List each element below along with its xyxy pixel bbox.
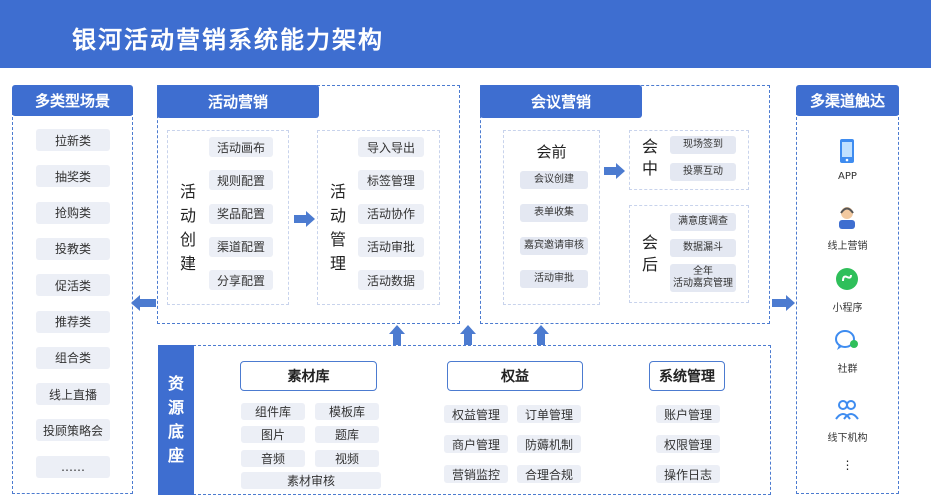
system-item: 权限管理 — [656, 435, 720, 453]
channel-label: 线下机构 — [827, 433, 868, 444]
arrow-up-icon — [533, 325, 549, 345]
meeting-during-panel — [629, 130, 749, 190]
channel-label: 小程序 — [832, 303, 863, 314]
activity-manage-label: 活动 管理 — [329, 182, 346, 273]
activity-create-item: 规则配置 — [209, 170, 273, 191]
activity-title: 活动营销 — [157, 85, 319, 118]
meeting-before-label: 会前 — [536, 143, 567, 161]
channel-label: 社群 — [837, 364, 858, 375]
arrow-up-icon — [460, 325, 476, 345]
meeting-before-panel — [503, 130, 600, 305]
meeting-before-item: 嘉宾邀请审核 — [520, 237, 588, 255]
meeting-after-item: 满意度调查 — [670, 213, 736, 231]
page-title: 银河活动营销系统能力架构 — [72, 26, 384, 54]
arrow-up-icon — [389, 325, 405, 345]
activity-manage-item: 活动协作 — [358, 203, 424, 224]
scene-item: 投顾策略会 — [36, 419, 110, 442]
rights-box-title: 权益 — [447, 361, 583, 391]
material-item: 视频 — [315, 450, 379, 467]
activity-manage-item: 活动审批 — [358, 236, 424, 257]
activity-create-item: 活动画布 — [209, 137, 273, 157]
activity-manage-panel — [317, 130, 440, 305]
rights-item: 营销监控 — [444, 465, 508, 483]
scene-item: 推荐类 — [36, 310, 110, 333]
meeting-before-item: 活动审批 — [520, 270, 588, 288]
scenes-title: 多类型场景 — [12, 85, 133, 116]
material-item: 图片 — [241, 426, 305, 443]
material-item: 素材审核 — [241, 472, 381, 489]
material-item: 音频 — [241, 450, 305, 467]
arrow-right-icon — [604, 163, 625, 179]
arrow-left-icon — [131, 295, 156, 311]
channel-label: APP — [838, 171, 857, 182]
activity-manage-item: 导入导出 — [358, 137, 424, 157]
activity-create-panel — [167, 130, 289, 305]
meeting-after-item: 数据漏斗 — [670, 239, 736, 257]
channels-panel — [796, 112, 899, 494]
mini-program-icon — [832, 265, 862, 293]
header-bar — [0, 0, 931, 68]
system-item: 账户管理 — [656, 405, 720, 423]
chat-group-icon — [832, 326, 862, 354]
rights-item: 合理合规 — [517, 465, 581, 483]
material-box-title: 素材库 — [240, 361, 377, 391]
agent-icon — [832, 203, 862, 231]
material-item: 组件库 — [241, 403, 305, 420]
channels-more: ⋮ — [841, 458, 854, 472]
meeting-title: 会议营销 — [480, 85, 642, 118]
activity-manage-item: 标签管理 — [358, 170, 424, 191]
material-item: 题库 — [315, 426, 379, 443]
material-item: 模板库 — [315, 403, 379, 420]
meeting-during-label: 会 中 — [641, 137, 658, 178]
scene-item: 促活类 — [36, 274, 110, 297]
rights-item: 防薅机制 — [517, 435, 581, 453]
arrow-right-icon — [772, 295, 795, 311]
channels-title: 多渠道触达 — [796, 85, 899, 116]
scene-item: 抢购类 — [36, 201, 110, 224]
arrow-right-icon — [294, 211, 315, 227]
phone-icon — [832, 137, 862, 165]
activity-create-item: 分享配置 — [209, 270, 273, 291]
meeting-during-item: 现场签到 — [670, 136, 736, 154]
activity-create-item: 渠道配置 — [209, 236, 273, 257]
scene-item: 组合类 — [36, 346, 110, 369]
scene-item: 投教类 — [36, 237, 110, 260]
meeting-after-item: 全年 活动嘉宾管理 — [670, 264, 736, 292]
people-icon — [832, 395, 862, 423]
scene-item: 拉新类 — [36, 129, 110, 151]
activity-create-label: 活动 创建 — [179, 182, 196, 273]
meeting-during-item: 投票互动 — [670, 163, 736, 181]
base-label: 资 源 底 座 — [167, 374, 184, 465]
scene-item: 线上直播 — [36, 383, 110, 406]
meeting-before-item: 表单收集 — [520, 204, 588, 222]
scene-item: …… — [36, 455, 110, 478]
rights-item: 订单管理 — [517, 405, 581, 423]
channel-label: 线上营销 — [827, 241, 868, 252]
activity-manage-item: 活动数据 — [358, 270, 424, 291]
system-box-title: 系统管理 — [649, 361, 725, 391]
scene-item: 抽奖类 — [36, 165, 110, 188]
meeting-after-panel — [629, 205, 749, 303]
rights-item: 权益管理 — [444, 405, 508, 423]
rights-item: 商户管理 — [444, 435, 508, 453]
activity-create-item: 奖品配置 — [209, 203, 273, 224]
base-label-bar — [158, 345, 194, 495]
meeting-before-item: 会议创建 — [520, 171, 588, 189]
meeting-after-label: 会 后 — [641, 233, 658, 274]
system-item: 操作日志 — [656, 465, 720, 483]
